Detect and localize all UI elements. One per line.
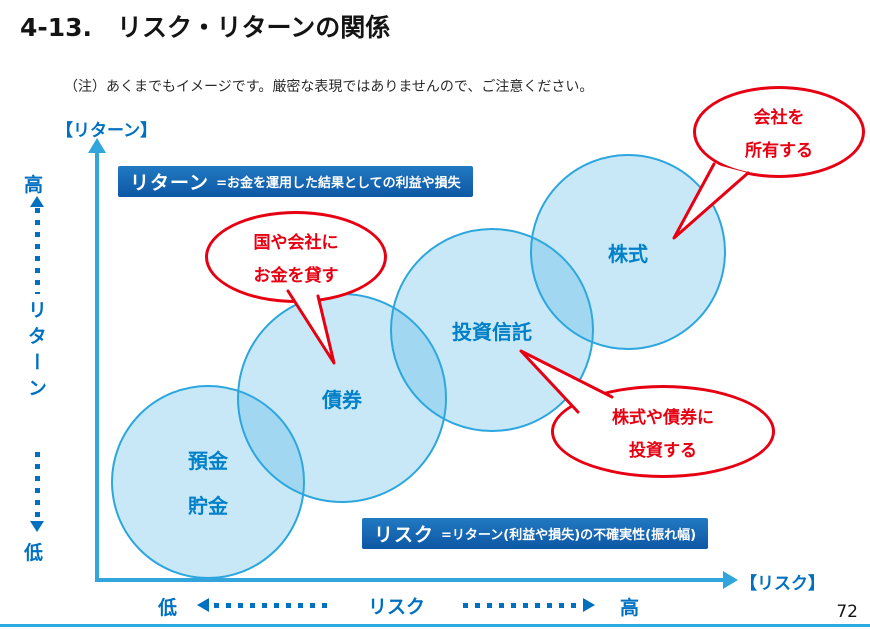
callout-lend-money: 国や会社に お金を貸す	[205, 211, 387, 303]
callout-line: 投資する	[629, 440, 697, 461]
asset-label-bonds: 債券	[322, 387, 362, 412]
y-dotted-arrow-up-icon	[30, 196, 44, 207]
callout-line: 会社を	[753, 108, 805, 128]
callout-line: お金を貸す	[253, 266, 339, 286]
asset-label-line: 預金	[188, 449, 228, 473]
x-axis-arrowhead-icon	[723, 571, 738, 589]
return-definition-banner: リターン =お金を運用した結果としての利益や損失	[118, 166, 473, 197]
return-term: リターン	[130, 172, 210, 194]
callout-own-company: 会社を 所有する	[693, 86, 865, 178]
x-low-label: 低	[158, 597, 178, 619]
bottom-divider	[0, 624, 870, 627]
x-axis-title: 【リスク】	[740, 574, 825, 594]
return-definition-text: =お金を運用した結果としての利益や損失	[216, 176, 461, 191]
callout-invest: 株式や債券に 投資する	[551, 385, 775, 478]
callout-line: 株式や債券に	[612, 407, 714, 428]
y-dotted-line-upper	[35, 208, 40, 294]
asset-label-line: 貯金	[188, 494, 228, 518]
x-axis-line	[95, 578, 725, 582]
asset-label-funds: 投資信託	[452, 319, 532, 344]
x-dotted-arrow-right-icon	[583, 598, 595, 612]
x-series-label: リスク	[368, 596, 426, 618]
page-number: 72	[836, 602, 858, 622]
y-dotted-line-lower	[35, 452, 40, 518]
callout-line: 所有する	[745, 141, 813, 161]
page-title: 4-13. リスク・リターンの関係	[20, 13, 391, 42]
y-axis-line	[95, 152, 99, 582]
x-dotted-line-left	[214, 603, 332, 608]
y-low-label: 低	[24, 542, 44, 564]
asset-label-stocks: 株式	[608, 241, 648, 266]
y-series-label: リターン	[25, 300, 47, 404]
y-high-label: 高	[24, 174, 44, 196]
y-axis-arrowhead-icon	[88, 138, 106, 153]
risk-definition-banner: リスク =リターン(利益や損失)の不確実性(振れ幅)	[362, 518, 709, 549]
asset-circle-stocks: 株式	[530, 154, 726, 350]
x-dotted-arrow-left-icon	[197, 598, 209, 612]
callout-line: 国や会社に	[253, 233, 339, 253]
y-dotted-arrow-down-icon	[30, 521, 44, 532]
note-text: （注）あくまでもイメージです。厳密な表現ではありませんので、ご注意ください。	[64, 79, 594, 95]
y-axis-title: 【リターン】	[56, 121, 158, 141]
asset-label-deposits: 預金 貯金	[188, 445, 228, 519]
risk-definition-text: =リターン(利益や損失)の不確実性(振れ幅)	[441, 528, 697, 543]
x-high-label: 高	[620, 597, 640, 619]
x-dotted-line-right	[463, 603, 581, 608]
risk-term: リスク	[374, 524, 435, 546]
